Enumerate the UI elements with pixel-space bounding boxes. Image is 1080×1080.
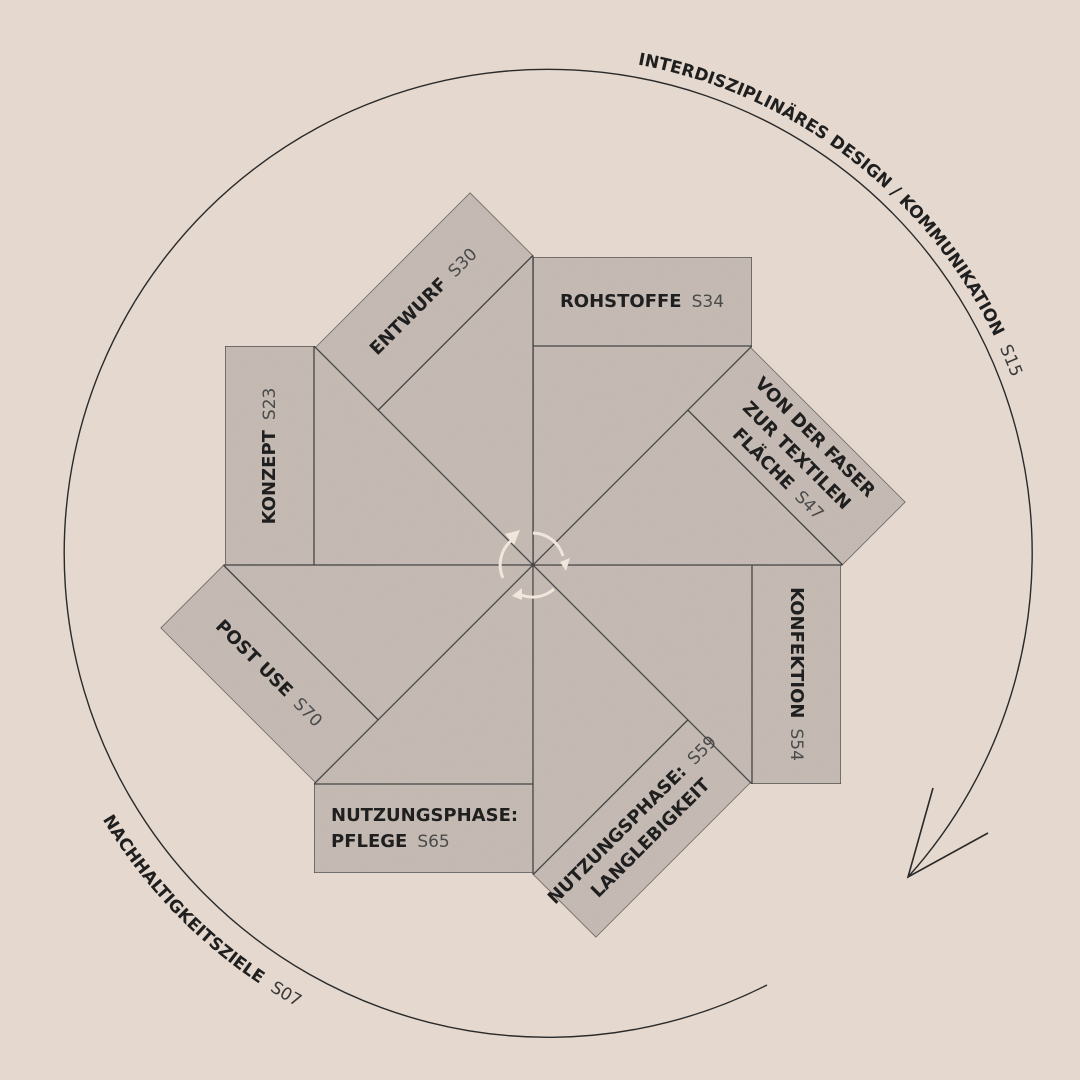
blade-title: KONFEKTION: [786, 587, 807, 718]
top-label-page: S15: [995, 342, 1026, 380]
blade-entwurf[interactable]: ENTWURFS30: [314, 191, 688, 566]
blade-divider: [222, 564, 379, 721]
blade-title: KONZEPT: [259, 429, 280, 524]
blade-label: KONZEPT S23: [259, 388, 280, 525]
blade-title: ROHSTOFFE: [560, 291, 682, 312]
blade-label: NUTZUNGSPHASE: PFLEGE S65: [331, 805, 518, 852]
blade-konfektion[interactable]: KONFEKTION S54: [532, 564, 842, 785]
blade-post-use[interactable]: POST USES70: [159, 410, 534, 784]
blade-title: PFLEGE: [331, 831, 407, 852]
blade-page-number: S65: [417, 832, 449, 852]
cycle-arrows-icon: [498, 530, 570, 600]
outer-cycle-arc: [63, 68, 1033, 1038]
blade-label: KONFEKTION S54: [786, 587, 807, 761]
blade-langlebigkeit[interactable]: NUTZUNGSPHASE:S59LANGLEBIGKEIT: [374, 562, 754, 942]
blade-shape: [314, 191, 534, 566]
bottom-label-text: NACHHALTIGKEITSZIELE: [98, 811, 268, 988]
blade-page-number: S34: [692, 292, 724, 312]
blade-title: NUTZUNGSPHASE:: [331, 805, 518, 826]
blade-page-number: S54: [786, 728, 806, 760]
blade-divider: [377, 254, 534, 411]
blade-divider: [532, 719, 689, 876]
cycle-arrowhead-icon: [906, 787, 989, 879]
blade-divider: [687, 409, 844, 566]
blade-label: ROHSTOFFE S34: [560, 291, 724, 312]
bottom-label-page: S07: [267, 978, 305, 1012]
blade-konzept[interactable]: KONZEPT S23: [224, 345, 534, 566]
blade-page-number: S23: [260, 388, 280, 420]
